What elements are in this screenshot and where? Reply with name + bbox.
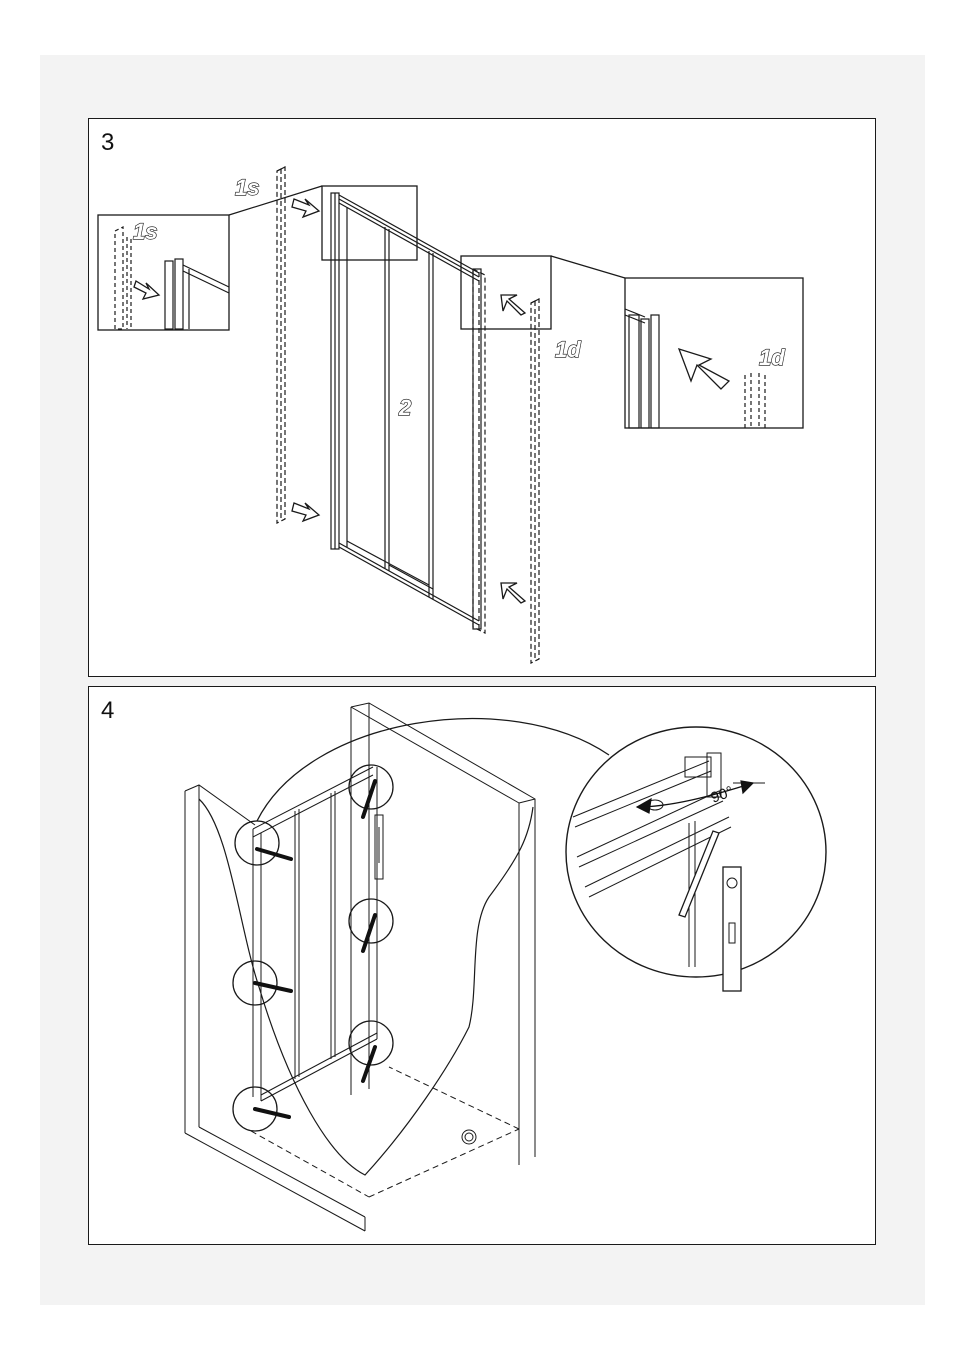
label-1d: 1d [555,337,581,362]
tool-pin [679,831,719,917]
drain-inner [465,1133,473,1141]
step-4-panel: 4 [88,686,876,1245]
angle-label: 90° [709,783,736,807]
detail-circle [566,727,826,977]
sliding-door [253,767,377,1101]
left-wall-profile-1s [277,167,285,523]
angle-indicator [637,781,753,813]
label-1s: 1s [235,175,259,200]
tool-handle [723,867,741,991]
cutaway-curve [199,799,533,1175]
arrow-bottom-right [501,583,525,603]
arrow-bottom-left [292,503,319,521]
arrows [134,199,729,603]
zoom-box-top-left [322,186,417,260]
zoom-circle-top-left [235,821,279,865]
label-door-2: 2 [398,395,412,420]
step-3-illustration: 1s 1s 1d 1d 2 [89,119,877,678]
drain-icon [462,1130,476,1144]
right-frame-dashed [473,269,485,633]
step-3-panel: 3 [88,118,876,677]
back-wall [351,703,535,1165]
step-4-illustration: 90° [89,687,877,1246]
arrow-top-right [501,295,525,315]
label-1d-detail: 1d [759,345,785,370]
arrow-inset-left [134,281,159,299]
left-wall [185,785,365,1231]
detail-inset-left [98,215,229,330]
label-1s-detail: 1s [133,219,157,244]
zoom-box-top-right [461,256,551,329]
arrow-inset-right [679,349,729,389]
connector-arc [257,719,609,821]
arrow-top-left [292,199,319,217]
right-wall-profile-1d [531,299,539,663]
